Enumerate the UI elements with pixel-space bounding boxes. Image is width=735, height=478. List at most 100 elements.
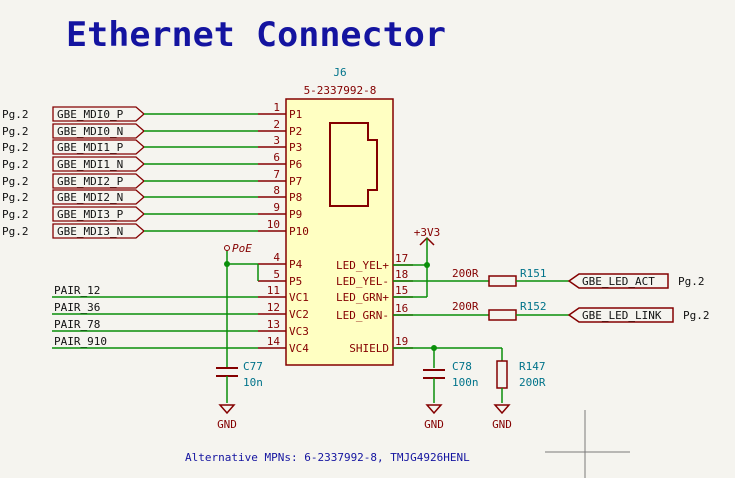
- hier-label-gbe-mdi1-n: Pg.2 GBE_MDI1_N: [2, 156, 258, 172]
- led-act-page: Pg.2: [678, 275, 705, 288]
- shield-net: [393, 345, 503, 368]
- pin-number: 6: [273, 151, 280, 164]
- resistor-r147: R147 200R GND: [492, 360, 546, 431]
- page-ref: Pg.2: [2, 191, 29, 204]
- net-name: GBE_MDI1_P: [57, 141, 124, 154]
- sheet-title: Ethernet Connector: [66, 15, 446, 55]
- hier-label-gbe-mdi1-p: Pg.2 GBE_MDI1_P: [2, 139, 258, 155]
- pin-number: 10: [267, 218, 280, 231]
- junction-dot: [424, 262, 430, 268]
- power-3v3: +3V3: [393, 226, 440, 298]
- connector-pin-left: 8P8: [258, 184, 302, 204]
- led-link-label: GBE_LED_LINK Pg.2: [567, 307, 710, 323]
- connector-body: [285, 98, 394, 366]
- pin-name: P4: [289, 258, 303, 271]
- pin-name: LED_YEL-: [336, 275, 389, 288]
- page-ref: Pg.2: [2, 225, 29, 238]
- pin-number: 19: [395, 335, 408, 348]
- pin-name: P3: [289, 141, 302, 154]
- r151-value: 200R: [452, 267, 479, 280]
- pin-name: LED_YEL+: [336, 259, 389, 272]
- pin-number: 12: [267, 301, 280, 314]
- connector-pin-left: 1P1: [258, 101, 302, 121]
- pin-name: P10: [289, 225, 309, 238]
- pin-number: 17: [395, 252, 408, 265]
- pin-name: VC4: [289, 342, 309, 355]
- pin-name: VC3: [289, 325, 309, 338]
- r147-ref: R147: [519, 360, 546, 373]
- gnd-symbol-icon: [425, 404, 443, 415]
- junction-dot: [224, 261, 230, 267]
- resistor-r151: 200R R151: [393, 267, 569, 287]
- pair-net-pair-36: PAIR_36: [52, 301, 258, 315]
- pin-name: P6: [289, 158, 302, 171]
- pin-number: 13: [267, 318, 280, 331]
- connector-pin-left: 6P6: [258, 151, 302, 171]
- pin-name: P8: [289, 191, 302, 204]
- page-ref: Pg.2: [2, 208, 29, 221]
- net-name: PAIR_78: [54, 318, 100, 331]
- r151-ref: R151: [520, 267, 547, 280]
- r152-ref: R152: [520, 300, 547, 313]
- pin-number: 3: [273, 134, 280, 147]
- pair-net-pair-78: PAIR_78: [52, 318, 258, 332]
- net-name: PAIR_910: [54, 335, 107, 348]
- gnd-symbol-icon: [218, 404, 236, 415]
- led-link-page: Pg.2: [683, 309, 710, 322]
- connector-part: 5-2337992-8: [304, 84, 377, 97]
- pin-name: LED_GRN+: [336, 291, 389, 304]
- pin-number: 2: [273, 118, 280, 131]
- net-name: PAIR_12: [54, 284, 100, 297]
- r152-value: 200R: [452, 300, 479, 313]
- pair-net-pair-910: PAIR_910: [52, 335, 258, 349]
- poe-net: PoE: [224, 242, 259, 367]
- connector-pin-left: 7P7: [258, 168, 302, 188]
- pin-number: 5: [273, 268, 280, 281]
- gnd-symbol-icon: [493, 404, 511, 415]
- gnd-label: GND: [217, 418, 237, 431]
- pin-name: P2: [289, 125, 302, 138]
- rj45-jack-icon: [329, 122, 378, 207]
- led-act-net: GBE_LED_ACT: [582, 275, 655, 288]
- gnd-label: GND: [492, 418, 512, 431]
- page-ref: Pg.2: [2, 125, 29, 138]
- connector-pin-left: 2P2: [258, 118, 302, 138]
- c78-ref: C78: [452, 360, 472, 373]
- net-name: GBE_MDI1_N: [57, 158, 123, 171]
- pin-number: 11: [267, 284, 280, 297]
- connector-left-pins: 1P12P23P36P67P78P89P910P104P45P511VC112V…: [258, 101, 309, 355]
- connector-pin-left: 5P5: [258, 268, 302, 288]
- pin-number: 14: [267, 335, 281, 348]
- page-ref: Pg.2: [2, 141, 29, 154]
- pin-name: LED_GRN-: [336, 309, 389, 322]
- c77-value: 10n: [243, 376, 263, 389]
- r147-value: 200R: [519, 376, 546, 389]
- capacitor-c77: C77 10n GND: [216, 360, 263, 431]
- pin-number: 9: [273, 201, 280, 214]
- pin-name: P1: [289, 108, 302, 121]
- connector-pin-left: 3P3: [258, 134, 302, 154]
- page-ref: Pg.2: [2, 175, 29, 188]
- led-link-net: GBE_LED_LINK: [582, 309, 662, 322]
- pin-number: 1: [273, 101, 280, 114]
- pin-number: 16: [395, 302, 408, 315]
- poe-no-connect-marker: [224, 245, 230, 251]
- page-ref: Pg.2: [2, 158, 29, 171]
- led-act-label: GBE_LED_ACT Pg.2: [567, 273, 705, 289]
- gnd-label: GND: [424, 418, 444, 431]
- pin-name: P5: [289, 275, 302, 288]
- pin-number: 18: [395, 268, 408, 281]
- c78-value: 100n: [452, 376, 479, 389]
- pin-name: P9: [289, 208, 302, 221]
